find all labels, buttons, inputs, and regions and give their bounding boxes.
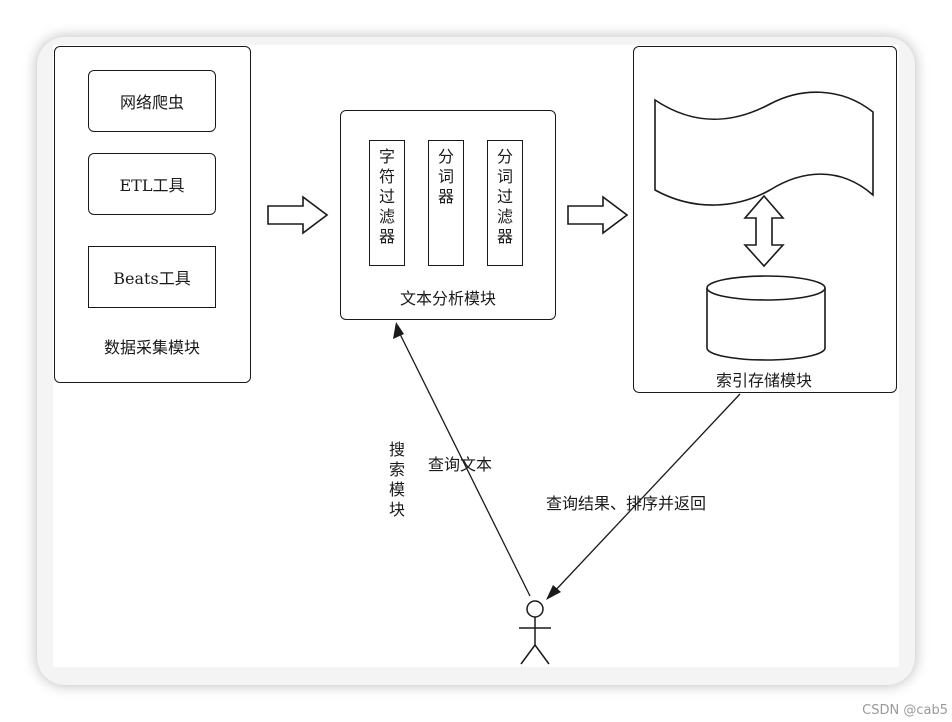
result-text-label: 查询结果、排序并返回 (546, 494, 707, 513)
collect-module-title: 数据采集模块 (103, 338, 201, 357)
collect-item-crawler-label: 网络爬虫 (119, 93, 184, 112)
file-system-label: 文件系统 (731, 324, 797, 343)
query-text-label: 查询文本 (428, 455, 493, 474)
storage-module-title: 索引存储模块 (715, 371, 813, 390)
analysis-col-tokenizer: 分词器 (428, 140, 464, 266)
collect-item-beats: Beats工具 (88, 246, 216, 308)
analysis-col-token-filter: 分词过滤器 (487, 140, 523, 266)
collect-item-etl-label: ETL工具 (119, 176, 185, 195)
search-module-label: 搜索模块 (388, 440, 405, 519)
inverted-index-label: 倒排索引 (731, 143, 797, 162)
watermark: CSDN @cab5 (862, 703, 948, 718)
collect-item-crawler: 网络爬虫 (88, 70, 216, 132)
analysis-col-char-filter: 字符过滤器 (369, 140, 405, 266)
collect-item-etl: ETL工具 (88, 153, 216, 215)
analysis-col-token-filter-label: 分词过滤器 (496, 147, 513, 246)
analysis-col-tokenizer-label: 分词器 (437, 147, 454, 206)
collect-item-beats-label: Beats工具 (113, 269, 191, 288)
analysis-module-title: 文本分析模块 (399, 289, 497, 308)
analysis-col-char-filter-label: 字符过滤器 (378, 147, 395, 246)
